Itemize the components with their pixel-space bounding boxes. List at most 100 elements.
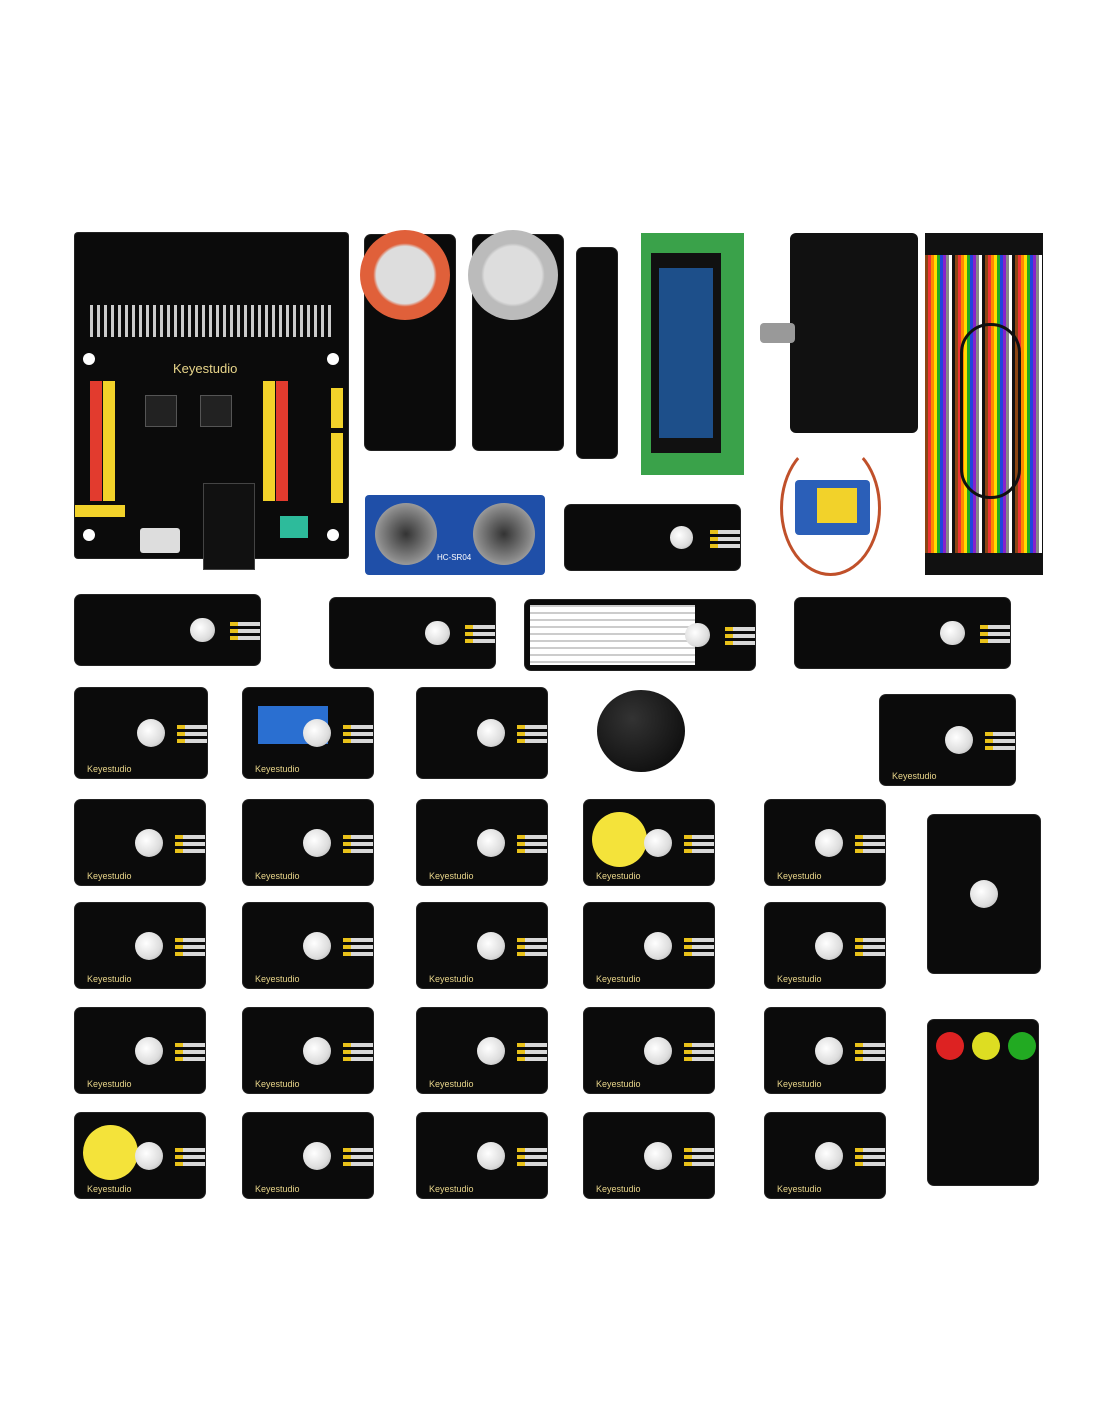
module-brand-label: Keyestudio	[255, 871, 300, 881]
led-icon	[477, 719, 505, 747]
led-icon	[135, 828, 163, 857]
dc-jack	[203, 483, 255, 570]
led-icon	[477, 828, 505, 857]
sensor-module: Keyestudio	[584, 903, 714, 988]
led-icon	[137, 719, 165, 747]
led-icon	[970, 880, 998, 908]
flame-sensor	[330, 598, 495, 668]
led-icon	[425, 620, 450, 646]
sensor-module: Keyestudio	[243, 800, 373, 885]
gas-sensor	[360, 230, 455, 450]
pin-header	[343, 1147, 373, 1166]
sensor-module: Keyestudio	[75, 1008, 205, 1093]
pin-header	[985, 732, 1015, 750]
sensor-module: Keyestudio	[75, 800, 205, 885]
battery-holder	[760, 233, 918, 433]
sensor-module: Keyestudio	[417, 1113, 547, 1198]
usb-cable	[960, 323, 1021, 499]
pin-header	[175, 834, 205, 853]
led-icon	[644, 931, 672, 960]
pin-header	[465, 625, 495, 643]
thin-film-pressure-sensor: Keyestudio	[880, 695, 1015, 785]
gas-sensor	[468, 230, 563, 450]
lcd-1602-module	[641, 233, 744, 475]
pin-header	[684, 1042, 714, 1061]
pin-header	[725, 627, 755, 645]
traffic-light-module	[928, 1020, 1038, 1185]
led-icon	[644, 1141, 672, 1170]
sensor-module: Keyestudio	[417, 1008, 547, 1093]
micro-usb-port	[140, 528, 180, 553]
led-icon	[135, 1036, 163, 1065]
pin-header	[855, 1042, 885, 1061]
pin-header	[980, 625, 1010, 643]
led-icon	[815, 1036, 843, 1065]
sensor-module: Keyestudio	[765, 903, 885, 988]
pin-header	[177, 725, 207, 743]
sensor-module: Keyestudio	[417, 903, 547, 988]
pin-header	[230, 622, 260, 640]
module-brand-label: Keyestudio	[777, 1184, 822, 1194]
led-icon	[303, 1141, 331, 1170]
module-brand-label: Keyestudio	[596, 871, 641, 881]
pin-header	[517, 725, 547, 743]
pin-header	[684, 1147, 714, 1166]
led-icon	[477, 1036, 505, 1065]
relay-module: Keyestudio	[243, 688, 373, 778]
led-icon	[303, 828, 331, 857]
led-icon	[644, 1036, 672, 1065]
module-brand-label: Keyestudio	[429, 871, 474, 881]
line-tracking-sensor	[577, 248, 617, 458]
led-icon	[670, 526, 693, 549]
module-brand-label: Keyestudio	[596, 1079, 641, 1089]
pin-header	[517, 937, 547, 956]
servo-wire	[780, 440, 881, 576]
pin-header	[175, 1042, 205, 1061]
led-icon	[940, 620, 965, 646]
edge-connector	[90, 305, 335, 337]
pin-header	[517, 834, 547, 853]
pin-header	[517, 1147, 547, 1166]
pin-header	[343, 937, 373, 956]
led-icon	[477, 931, 505, 960]
ultrasonic-label: HC-SR04	[437, 553, 472, 562]
sensor-module: Keyestudio	[417, 800, 547, 885]
module-brand-label: Keyestudio	[255, 1079, 300, 1089]
sensor-module: Keyestudio	[584, 800, 714, 885]
power-led-module	[928, 815, 1040, 973]
microphone-sensor	[75, 595, 260, 665]
led-icon	[815, 1141, 843, 1170]
module-brand-label: Keyestudio	[87, 1079, 132, 1089]
led-icon	[685, 622, 710, 648]
sensor-module: Keyestudio	[765, 1008, 885, 1093]
jumper-wires	[925, 233, 1043, 575]
module-brand-label: Keyestudio	[777, 871, 822, 881]
module-brand-label: Keyestudio	[777, 1079, 822, 1089]
expansion-board: Keyestudio	[75, 233, 348, 570]
module-brand-label: Keyestudio	[255, 764, 300, 774]
sensor-module: Keyestudio	[75, 903, 205, 988]
sensor-module: Keyestudio	[765, 1113, 885, 1198]
sensor-module: Keyestudio	[765, 800, 885, 885]
module-brand-label: Keyestudio	[777, 974, 822, 984]
board-brand-label: Keyestudio	[173, 361, 238, 376]
led-icon	[303, 931, 331, 960]
led-icon	[477, 1141, 505, 1170]
joystick-module	[417, 688, 547, 778]
module-brand-label: Keyestudio	[255, 1184, 300, 1194]
sensor-module: Keyestudio	[75, 1113, 205, 1198]
led-icon	[644, 828, 672, 857]
module-brand-label: Keyestudio	[596, 1184, 641, 1194]
pin-header	[343, 1042, 373, 1061]
module-brand-label: Keyestudio	[429, 1079, 474, 1089]
pin-header	[175, 937, 205, 956]
sound-sensor	[565, 505, 740, 570]
led-icon	[945, 726, 973, 754]
led-icon	[135, 931, 163, 960]
led-icon	[190, 617, 215, 643]
pin-header	[710, 529, 740, 548]
pin-header	[855, 1147, 885, 1166]
uv-sensor: Keyestudio	[75, 688, 207, 778]
pin-header	[855, 937, 885, 956]
soil-moisture-sensor	[795, 598, 1010, 668]
